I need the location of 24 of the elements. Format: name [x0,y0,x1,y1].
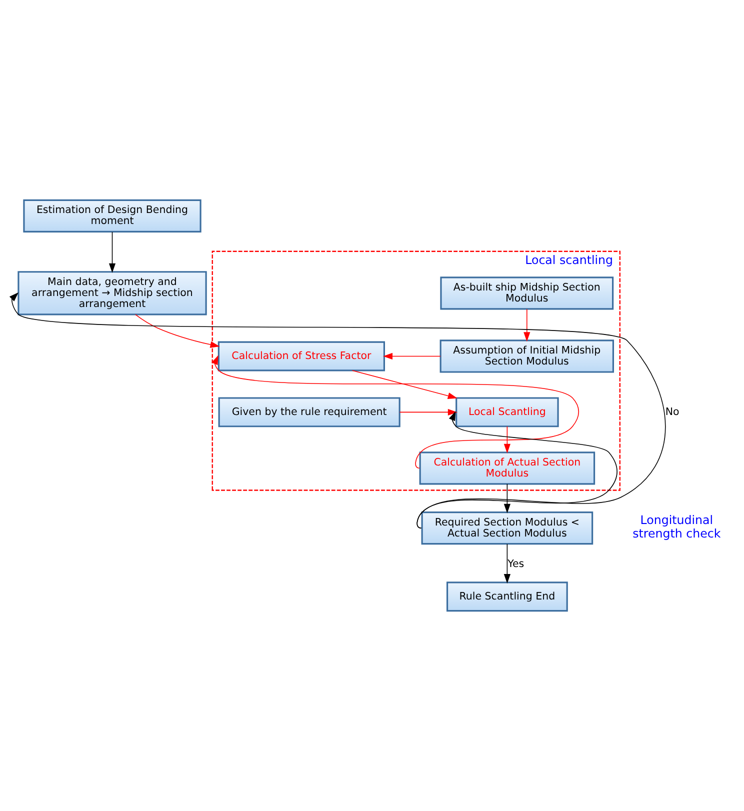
arrow [416,411,618,528]
node-box: Calculation of Stress Factor [218,341,385,372]
arrow [504,426,510,454]
node-box: Given by the rule requirement [218,397,400,428]
arrow [504,484,510,514]
arrow [135,314,220,348]
node-box: Main data, geometry and arrangement → Midship section arrangement [18,271,207,316]
node-box: Assumption of Initial Midship Section Modulus [440,340,614,373]
node-label: Longitudinal strength check [632,513,721,541]
edge-label: No [665,406,680,418]
edge-label: Yes [508,558,524,570]
arrow [352,370,458,400]
arrow [399,408,458,416]
node-box: As-built ship Midship Section Modulus [440,276,614,310]
node-box: Calculation of Actual Section Modulus [419,452,596,485]
node-box: Required Section Modulus < Actual Section Modulus [421,512,594,545]
node-box: Estimation of Design Bending moment [23,199,202,232]
arrow [108,232,116,273]
node-box: Local Scantling [456,397,559,428]
arrow [9,292,666,528]
arrow [524,308,530,342]
arrow [504,544,510,584]
arrow [383,352,441,360]
node-box: Rule Scantling End [446,582,568,612]
